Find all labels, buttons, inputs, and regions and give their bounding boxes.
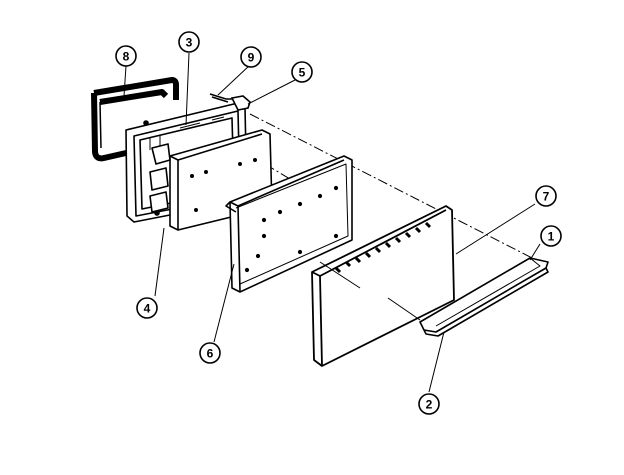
- svg-text:6: 6: [207, 347, 214, 361]
- callout-8: 8: [115, 45, 137, 67]
- callout-3: 3: [178, 31, 200, 53]
- svg-text:5: 5: [299, 66, 306, 80]
- callout-2: 2: [418, 393, 440, 415]
- callout-7: 7: [535, 185, 557, 207]
- clip-part: [209, 93, 232, 103]
- leader-lines: [123, 52, 541, 393]
- callout-5: 5: [291, 61, 313, 83]
- svg-text:4: 4: [144, 302, 151, 316]
- callout-6: 6: [199, 342, 221, 364]
- svg-text:2: 2: [426, 398, 433, 412]
- inner-door-panel-part: [225, 155, 353, 293]
- svg-text:9: 9: [248, 51, 255, 65]
- callout-bubbles: 1 2 3 4 5 6 7 8: [115, 31, 562, 415]
- outer-door-panel-part: [311, 205, 455, 367]
- door-handle-part: [419, 257, 549, 337]
- svg-text:7: 7: [543, 190, 550, 204]
- callout-4: 4: [136, 297, 158, 319]
- callout-9: 9: [240, 46, 262, 68]
- svg-text:1: 1: [548, 230, 555, 244]
- top-trim-part: [230, 95, 251, 111]
- svg-text:8: 8: [123, 50, 130, 64]
- door-gasket-part: [91, 77, 179, 162]
- callout-1: 1: [540, 225, 562, 247]
- svg-text:3: 3: [186, 36, 193, 50]
